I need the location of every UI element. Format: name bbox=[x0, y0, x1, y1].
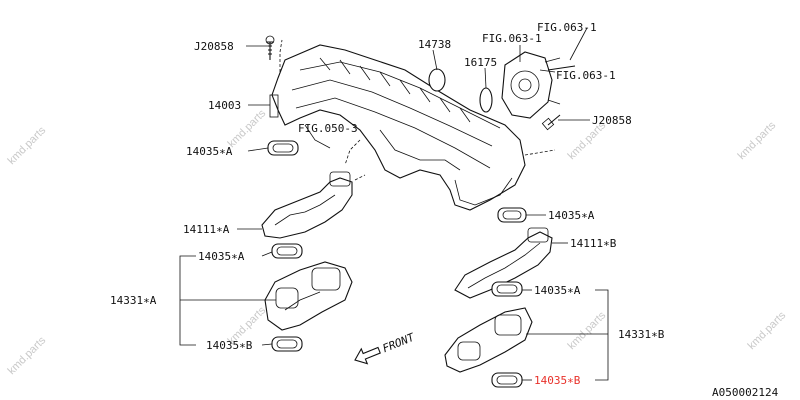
watermark: kmd.parts bbox=[226, 107, 269, 150]
intake-manifold-drawing bbox=[269, 39, 556, 211]
label-14111b[interactable]: 14111∗B bbox=[570, 237, 617, 250]
front-arrow: FRONT bbox=[354, 330, 418, 365]
label-14111a[interactable]: 14111∗A bbox=[183, 223, 230, 236]
label-14035a-mid[interactable]: 14035∗A bbox=[548, 209, 595, 222]
label-14035a-left[interactable]: 14035∗A bbox=[186, 145, 233, 158]
label-j20858-top[interactable]: J20858 bbox=[194, 40, 234, 53]
leader-lines bbox=[179, 27, 609, 381]
label-16175[interactable]: 16175 bbox=[464, 56, 497, 69]
label-14035b-left[interactable]: 14035∗B bbox=[206, 339, 253, 352]
front-label: FRONT bbox=[381, 330, 418, 355]
small-parts-drawing bbox=[265, 35, 576, 223]
tumble-valve-a-drawing bbox=[261, 171, 366, 239]
tumble-valve-b-drawing bbox=[454, 227, 553, 299]
runner-b-drawing bbox=[444, 281, 533, 388]
part-labels: J20858 14738 FIG.063-1 FIG.063-1 FIG.063… bbox=[110, 21, 779, 399]
label-fig063-1-c[interactable]: FIG.063-1 bbox=[556, 69, 616, 82]
label-14331b[interactable]: 14331∗B bbox=[618, 328, 665, 341]
label-j20858-right[interactable]: J20858 bbox=[592, 114, 632, 127]
label-fig063-1-b[interactable]: FIG.063-1 bbox=[537, 21, 597, 34]
label-14035a-lower-right[interactable]: 14035∗A bbox=[534, 284, 581, 297]
runner-a-drawing bbox=[264, 243, 353, 352]
watermark: kmd.parts bbox=[566, 309, 609, 352]
label-fig063-1-a[interactable]: FIG.063-1 bbox=[482, 32, 542, 45]
label-14003[interactable]: 14003 bbox=[208, 99, 241, 112]
watermark: kmd.parts bbox=[746, 309, 789, 352]
label-14331a[interactable]: 14331∗A bbox=[110, 294, 157, 307]
label-14035b-right-highlighted[interactable]: 14035∗B bbox=[534, 374, 581, 387]
label-14035a-lower-left[interactable]: 14035∗A bbox=[198, 250, 245, 263]
watermark: kmd.parts bbox=[6, 124, 49, 167]
watermark: kmd.parts bbox=[736, 119, 779, 162]
watermark: kmd.parts bbox=[6, 334, 49, 377]
diagram-id: A050002124 bbox=[712, 386, 779, 399]
label-14738[interactable]: 14738 bbox=[418, 38, 451, 51]
throttle-body-drawing bbox=[501, 51, 561, 119]
label-fig050-3[interactable]: FIG.050-3 bbox=[298, 122, 358, 135]
